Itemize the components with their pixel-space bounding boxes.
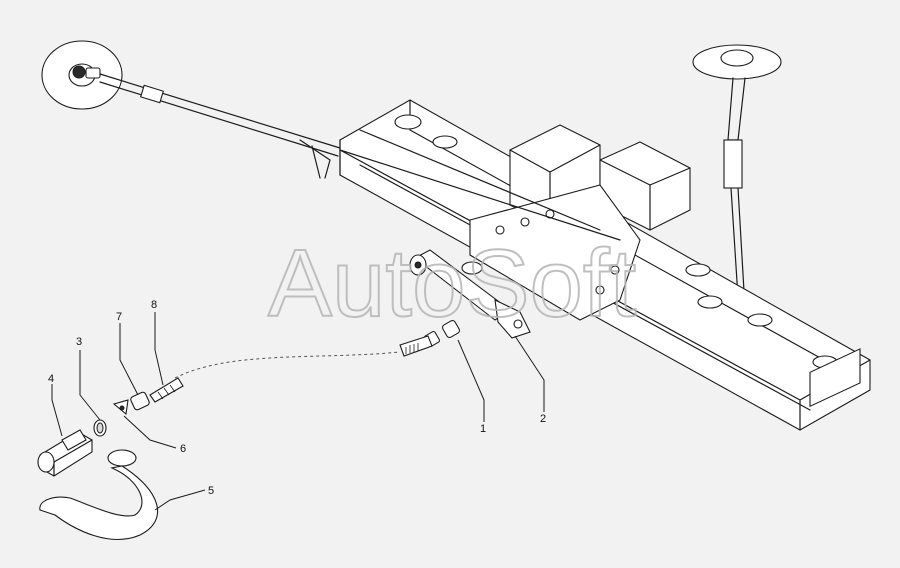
center-mechanism bbox=[339, 124, 691, 321]
callout-1: 1 bbox=[480, 423, 486, 435]
callout-4: 4 bbox=[48, 373, 54, 385]
quick-coupler-part-4 bbox=[37, 429, 93, 477]
washer-part-6 bbox=[112, 399, 129, 416]
hydraulic-cylinder bbox=[409, 249, 531, 339]
hydraulic-hose bbox=[174, 351, 401, 379]
callout-6: 6 bbox=[180, 443, 186, 455]
callout-2: 2 bbox=[540, 413, 546, 425]
callout-labels: 1 2 3 4 5 6 7 8 bbox=[48, 299, 546, 497]
cylinder-fitting bbox=[399, 319, 461, 357]
callout-7: 7 bbox=[116, 311, 122, 323]
hose-end-part-8 bbox=[149, 377, 184, 403]
callout-3: 3 bbox=[76, 336, 82, 348]
left-marker-rod bbox=[99, 73, 341, 179]
o-ring-part-3 bbox=[93, 419, 107, 437]
callout-5: 5 bbox=[208, 485, 214, 497]
leader-lines bbox=[51, 312, 545, 511]
callout-8: 8 bbox=[151, 299, 157, 311]
nut-part-7 bbox=[130, 391, 150, 411]
dust-cap-strap-part-5 bbox=[39, 449, 158, 540]
left-marker-disc bbox=[41, 40, 123, 110]
watermark-text: AutoSoft bbox=[268, 230, 636, 337]
